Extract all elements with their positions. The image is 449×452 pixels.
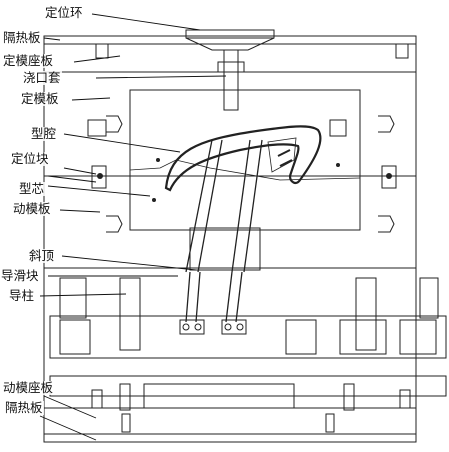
- label-fixed-clamp-plate: 定模座板: [2, 53, 55, 68]
- label-moving-clamp-plate: 动模座板: [2, 380, 55, 395]
- locating-pin-left: [97, 173, 103, 179]
- label-locating-ring: 定位环: [44, 5, 84, 20]
- insert-block: [129, 89, 361, 231]
- label-moving-plate: 动模板: [12, 201, 52, 216]
- locating-pin-right: [386, 173, 392, 179]
- guide-pillar-left: [119, 277, 141, 351]
- label-guide-pillar: 导柱: [8, 288, 36, 303]
- label-cavity: 型腔: [30, 126, 58, 141]
- top-insulation-plate: [43, 35, 417, 45]
- locating-block-left: [91, 165, 107, 189]
- lifter-left: [185, 139, 213, 273]
- cavity-part: [164, 125, 322, 192]
- label-heat-insulation-top: 隔热板: [2, 30, 42, 45]
- leader-locating-ring: [91, 13, 201, 31]
- lifter-right: [231, 139, 251, 273]
- label-heat-insulation-bottom: 隔热板: [4, 400, 44, 415]
- locating-ring-shape: [185, 29, 275, 51]
- ejector-plate-top: [49, 315, 447, 359]
- label-fixed-plate: 定模板: [20, 91, 60, 106]
- label-lifter: 斜顶: [28, 248, 56, 263]
- ejector-plate-bottom: [49, 375, 447, 397]
- label-core: 型芯: [18, 181, 46, 196]
- moving-clamp-plate-shape: [43, 407, 417, 435]
- label-locating-block: 定位块: [10, 151, 50, 166]
- label-sprue-bushing: 浇口套: [22, 70, 62, 85]
- label-guide-slide-block: 导滑块: [0, 268, 40, 283]
- sprue-bushing-shape: [223, 49, 239, 111]
- locating-block-right: [381, 165, 397, 189]
- guide-slide-block: [179, 319, 205, 335]
- bottom-insulation-plate: [43, 433, 417, 443]
